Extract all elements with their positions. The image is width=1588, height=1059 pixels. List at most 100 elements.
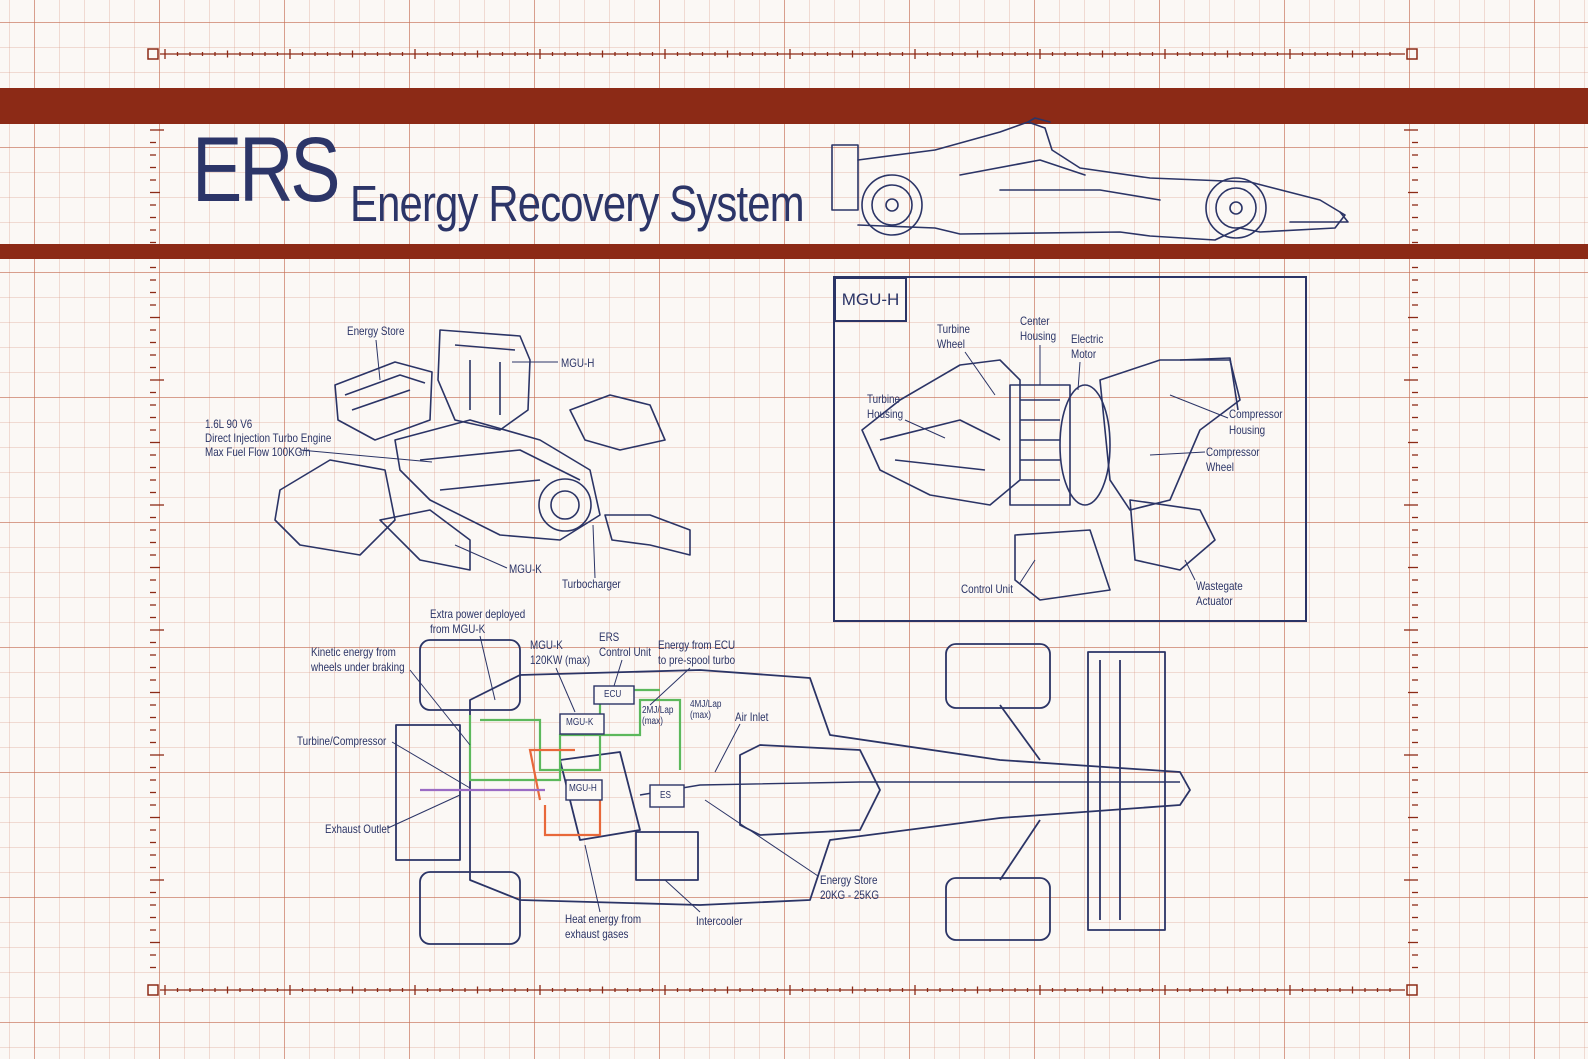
- label-mguk-power-2: 120KW (max): [530, 653, 591, 667]
- intake-part: [569, 394, 666, 451]
- es-box: [649, 784, 685, 808]
- label-ecu-box: ECU: [604, 689, 622, 700]
- corner-mark-tl: [147, 48, 159, 60]
- rear-wing: [831, 144, 859, 211]
- page-title: ERS: [192, 119, 341, 221]
- mgu-h-panel-title: MGU-H: [834, 277, 907, 322]
- turbo-intake: [604, 514, 691, 556]
- flow-orange-2: [543, 800, 602, 837]
- exhaust-part: [274, 459, 396, 556]
- front-right-wheel: [945, 877, 1051, 941]
- mgu-k-part: [379, 509, 471, 571]
- bottom-red-band: [0, 244, 1588, 259]
- label-engine-spec-1: 1.6L 90 V6: [205, 417, 253, 431]
- label-engine-spec-2: Direct Injection Turbo Engine: [205, 431, 332, 445]
- page-subtitle: Energy Recovery System: [350, 175, 805, 232]
- label-mguh-box: MGU-H: [569, 783, 597, 794]
- label-ers-control-1: ERS: [599, 630, 620, 644]
- label-exhaust-outlet: Exhaust Outlet: [325, 822, 390, 836]
- cockpit-line: [959, 159, 1086, 176]
- car-body: [857, 121, 1346, 241]
- mgu-k-box: [559, 713, 605, 735]
- leader-turbocharger: [592, 524, 596, 579]
- label-4mj-1: 4MJ/Lap: [690, 699, 722, 710]
- label-center-housing-2: Housing: [1020, 329, 1057, 343]
- label-energy-store-weight-2: 20KG - 25KG: [820, 888, 880, 902]
- label-compressor-wheel-1: Compressor: [1206, 445, 1260, 459]
- electric-motor-part: [1059, 384, 1111, 506]
- label-wastegate-1: Wastegate: [1196, 579, 1243, 593]
- mgu-h-box: [565, 779, 603, 801]
- label-turbine-wheel-1: Turbine: [937, 322, 971, 336]
- leader-engine: [299, 449, 433, 463]
- label-mguk-power-1: MGU-K: [530, 638, 563, 652]
- rear-wheel-outer: [861, 174, 923, 236]
- label-2mj-1: 2MJ/Lap: [642, 705, 674, 716]
- front-left-wheel: [945, 643, 1051, 709]
- label-intercooler: Intercooler: [696, 914, 743, 928]
- control-unit-part: [1014, 529, 1111, 601]
- label-turbine-compressor: Turbine/Compressor: [297, 734, 387, 748]
- label-turbine-wheel-2: Wheel: [937, 337, 965, 351]
- corner-mark-tr: [1406, 48, 1418, 60]
- label-mguk-box: MGU-K: [566, 717, 594, 728]
- label-mgu-k: MGU-K: [509, 562, 542, 576]
- label-wastegate-2: Actuator: [1196, 594, 1233, 608]
- label-compressor-housing-1: Compressor: [1229, 407, 1283, 421]
- centerline: [639, 781, 1180, 796]
- rear-wing-top: [395, 724, 461, 861]
- rear-right-wheel: [419, 871, 521, 945]
- label-4mj-2: (max): [690, 710, 711, 721]
- label-control-unit: Control Unit: [961, 582, 1013, 596]
- label-ers-control-2: Control Unit: [599, 645, 651, 659]
- intercooler-top: [635, 831, 699, 881]
- chassis-outline: [469, 669, 1191, 906]
- turbocharger-part: [538, 478, 592, 532]
- front-wing: [1289, 211, 1349, 223]
- label-turbine-housing-2: Housing: [867, 407, 904, 421]
- label-kinetic-2: wheels under braking: [311, 660, 405, 674]
- label-center-housing-1: Center: [1020, 314, 1050, 328]
- energy-store-part: [334, 361, 433, 441]
- front-wheel-outer: [1205, 177, 1267, 239]
- leader-energy-store: [375, 339, 381, 381]
- label-kinetic-1: Kinetic energy from: [311, 645, 396, 659]
- label-heat-energy-2: exhaust gases: [565, 927, 629, 941]
- leader-mgu-k: [454, 544, 508, 569]
- label-electric-motor-1: Electric: [1071, 332, 1104, 346]
- label-electric-motor-2: Motor: [1071, 347, 1097, 361]
- label-compressor-housing-2: Housing: [1229, 423, 1266, 437]
- flow-orange-1: [528, 748, 575, 801]
- label-air-inlet: Air Inlet: [735, 710, 769, 724]
- label-compressor-wheel-2: Wheel: [1206, 460, 1234, 474]
- label-turbine-housing-1: Turbine: [867, 392, 901, 406]
- label-turbocharger: Turbocharger: [562, 577, 621, 591]
- mgu-h-panel: [833, 276, 1307, 622]
- label-extra-power-1: Extra power deployed: [430, 607, 526, 621]
- turbine-housing-part: [861, 359, 1021, 506]
- mgu-h-part: [437, 329, 531, 431]
- label-2mj-2: (max): [642, 716, 663, 727]
- wastegate-part: [1129, 499, 1216, 571]
- corner-mark-bl: [147, 984, 159, 996]
- label-engine-spec-3: Max Fuel Flow 100KG/h: [205, 445, 311, 459]
- engine-block: [394, 419, 601, 541]
- label-es-box: ES: [660, 790, 671, 801]
- label-extra-power-2: from MGU-K: [430, 622, 486, 636]
- label-energy-ecu-2: to pre-spool turbo: [658, 653, 736, 667]
- label-energy-store: Energy Store: [347, 324, 405, 338]
- top-red-band: [0, 88, 1588, 124]
- label-energy-ecu-1: Energy from ECU: [658, 638, 736, 652]
- cockpit-top: [739, 744, 881, 836]
- label-heat-energy-1: Heat energy from: [565, 912, 642, 926]
- label-energy-store-weight-1: Energy Store: [820, 873, 878, 887]
- airbox: [1027, 117, 1051, 123]
- front-wing-top: [1087, 651, 1166, 931]
- label-mgu-h: MGU-H: [561, 356, 595, 370]
- corner-mark-br: [1406, 984, 1418, 996]
